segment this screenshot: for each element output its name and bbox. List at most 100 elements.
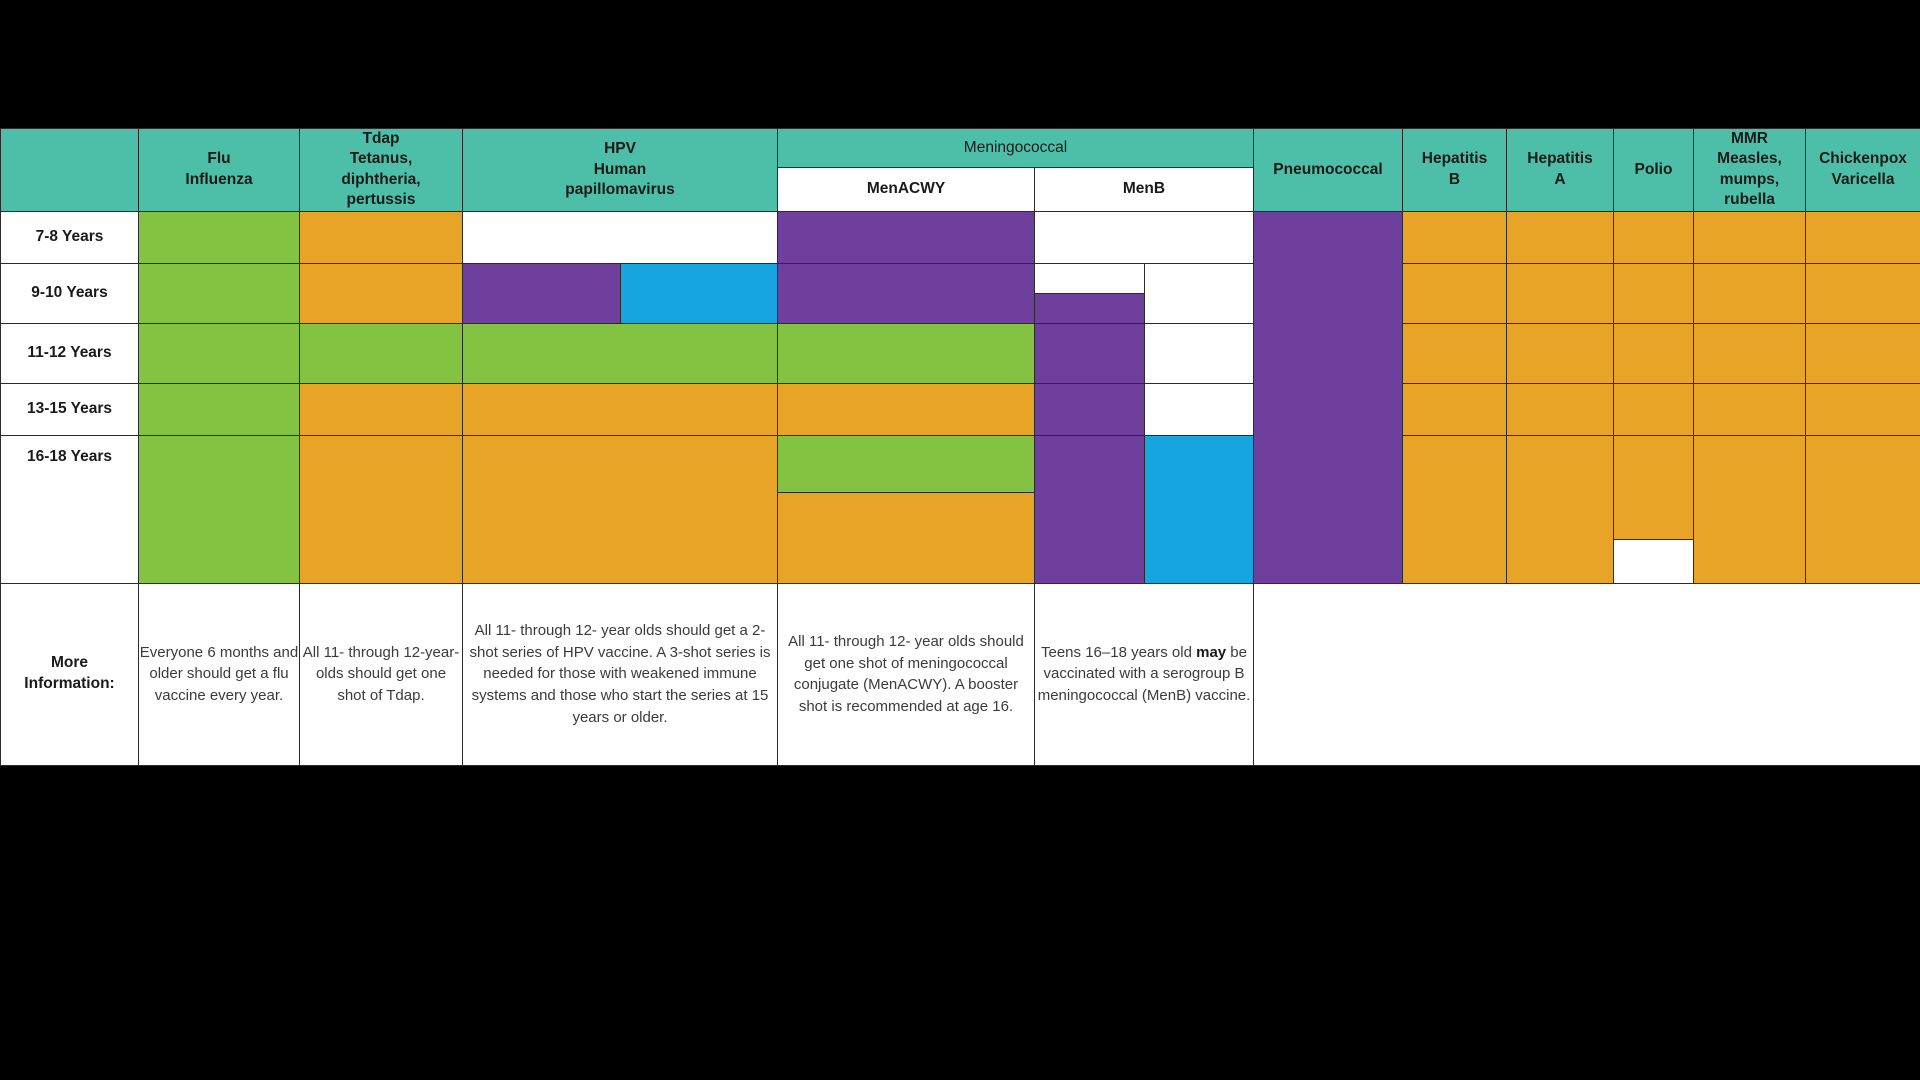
- header-flu: Flu Influenza: [138, 128, 300, 212]
- cell-7-8-menb: [1034, 210, 1254, 264]
- cell-split-horizontal: [1035, 323, 1253, 383]
- more-information-menb-part1: Teens 16–18 years old: [1041, 643, 1197, 661]
- cell-split-vertical: [1035, 263, 1144, 323]
- cell-9-10-mmr: [1693, 262, 1806, 324]
- header-tdap-line4: pertussis: [346, 191, 416, 209]
- header-hepatitis-b: Hepatitis B: [1402, 128, 1507, 212]
- cell-9-10-menb: [1034, 262, 1254, 324]
- cell-segment-green: [778, 435, 1034, 492]
- header-mmr-line3: mumps,: [1719, 170, 1780, 188]
- cell-13-15-flu: [138, 382, 300, 436]
- header-tdap: Tdap Tetanus, diphtheria, pertussis: [299, 128, 463, 212]
- cell-split-horizontal: [463, 263, 777, 323]
- header-varicella: Chickenpox Varicella: [1805, 128, 1920, 212]
- vaccine-schedule-chart: Flu Influenza Tdap Tetanus, diphtheria, …: [0, 128, 1920, 766]
- cell-16-18-varicella: [1805, 434, 1920, 584]
- more-information-menb-part2: be vaccinated with a serogroup B meningo…: [1037, 643, 1251, 705]
- cell-9-10-hepb: [1402, 262, 1507, 324]
- cell-segment-white: [1035, 263, 1144, 293]
- cell-13-15-menacwy: [777, 382, 1035, 436]
- more-information-row: More Information: Everyone 6 months and …: [0, 582, 1920, 766]
- cell-split-horizontal: [1035, 435, 1253, 583]
- cell-13-15-polio: [1613, 382, 1694, 436]
- header-menb: MenB: [1034, 166, 1254, 212]
- header-row-group: Flu Influenza Tdap Tetanus, diphtheria, …: [0, 128, 1920, 212]
- cell-9-10-menacwy: [777, 262, 1035, 324]
- more-information-label-line2: Information:: [24, 675, 115, 693]
- age-label-9-10: 9-10 Years: [0, 262, 139, 324]
- table-row: 16-18 Years: [0, 434, 1920, 584]
- cell-7-8-hepb: [1402, 210, 1507, 264]
- cell-9-10-polio: [1613, 262, 1694, 324]
- cell-16-18-tdap: [299, 434, 463, 584]
- cell-7-8-hpv: [462, 210, 778, 264]
- cell-11-12-polio: [1613, 322, 1694, 384]
- header-flu-line1: Flu: [207, 150, 231, 168]
- header-row-subgroup: MenACWY MenB: [1, 166, 1920, 212]
- cell-16-18-hepa: [1506, 434, 1614, 584]
- cell-16-18-mmr: [1693, 434, 1806, 584]
- header-hpv-line1: HPV: [604, 140, 636, 158]
- cell-16-18-menacwy: [777, 434, 1035, 584]
- cell-segment-purple: [463, 263, 620, 323]
- cell-9-10-tdap: [299, 262, 463, 324]
- more-information-tdap: All 11- through 12-year-olds should get …: [299, 582, 463, 766]
- header-mmr-line4: rubella: [1724, 191, 1775, 209]
- cell-7-8-polio: [1613, 210, 1694, 264]
- cell-9-10-varicella: [1805, 262, 1920, 324]
- header-hepa-line2: A: [1554, 170, 1566, 188]
- cell-9-10-flu: [138, 262, 300, 324]
- more-information-menb-emphasis: may: [1196, 643, 1227, 661]
- header-hpv: HPV Human papillomavirus: [462, 128, 778, 212]
- header-meningococcal-group: Meningococcal: [777, 128, 1254, 168]
- cell-9-10-hepa: [1506, 262, 1614, 324]
- cell-16-18-polio: [1613, 434, 1694, 584]
- age-label-7-8: 7-8 Years: [0, 210, 139, 264]
- cell-7-8-flu: [138, 210, 300, 264]
- header-pneumococcal: Pneumococcal: [1253, 128, 1403, 212]
- cell-13-15-hpv: [462, 382, 778, 436]
- cell-9-10-hpv: [462, 262, 778, 324]
- cell-segment-orange: [1614, 435, 1693, 539]
- age-label-13-15: 13-15 Years: [0, 382, 139, 436]
- cell-16-18-flu: [138, 434, 300, 584]
- cell-segment-blue: [1143, 435, 1253, 583]
- header-tdap-line3: diphtheria,: [341, 170, 421, 188]
- more-information-label-line1: More: [50, 654, 89, 672]
- cell-11-12-hepa: [1506, 322, 1614, 384]
- header-mmr: MMR Measles, mumps, rubella: [1693, 128, 1806, 212]
- cell-16-18-menb: [1034, 434, 1254, 584]
- age-label-11-12: 11-12 Years: [0, 322, 139, 384]
- more-information-menacwy: All 11- through 12- year olds should get…: [777, 582, 1035, 766]
- cell-11-12-hepb: [1402, 322, 1507, 384]
- header-hepb-line2: B: [1448, 170, 1461, 188]
- cell-16-18-hpv: [462, 434, 778, 584]
- cell-7-8-menacwy: [777, 210, 1035, 264]
- header-tdap-line2: Tetanus,: [349, 150, 413, 168]
- vaccine-schedule-table: Flu Influenza Tdap Tetanus, diphtheria, …: [0, 128, 1920, 766]
- cell-segment-purple: [1035, 323, 1144, 383]
- header-hepatitis-a: Hepatitis A: [1506, 128, 1614, 212]
- cell-11-12-mmr: [1693, 322, 1806, 384]
- header-varicella-line1: Chickenpox: [1819, 150, 1907, 168]
- header-hpv-line2: Human: [593, 160, 647, 178]
- cell-11-12-flu: [138, 322, 300, 384]
- cell-segment-white: [1143, 383, 1253, 435]
- cell-segment-white: [1614, 538, 1693, 583]
- cell-7-8-tdap: [299, 210, 463, 264]
- cell-segment-purple: [1035, 435, 1144, 583]
- header-mmr-line2: Measles,: [1717, 150, 1782, 168]
- cell-7-8-hepa: [1506, 210, 1614, 264]
- cell-segment-white: [1143, 263, 1253, 323]
- more-information-hpv: All 11- through 12- year olds should get…: [462, 582, 778, 766]
- header-hpv-line3: papillomavirus: [565, 181, 675, 199]
- cell-11-12-menacwy: [777, 322, 1035, 384]
- more-information-label: More Information:: [0, 582, 139, 766]
- cell-13-15-hepb: [1402, 382, 1507, 436]
- cell-7-8-varicella: [1805, 210, 1920, 264]
- cell-segment-purple: [1035, 292, 1144, 323]
- cell-13-15-menb: [1034, 382, 1254, 436]
- cell-13-15-varicella: [1805, 382, 1920, 436]
- cell-segment-blue: [619, 263, 777, 323]
